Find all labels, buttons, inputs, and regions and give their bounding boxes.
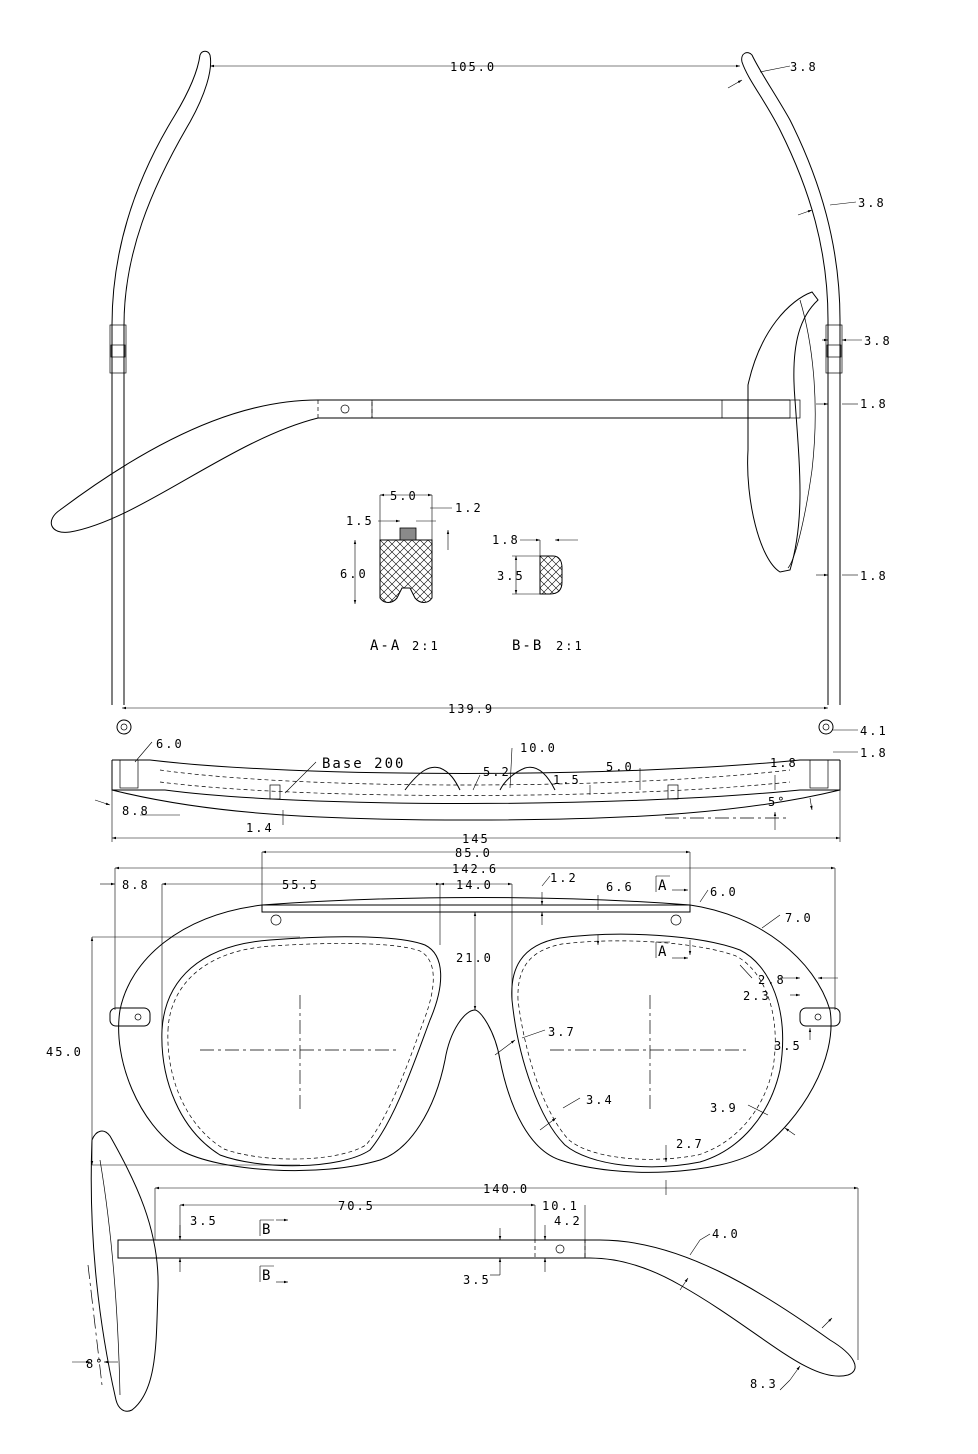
dim-temple-length: 140.0 [483,1182,529,1196]
dim-temple-width-3: 3.8 [864,334,892,348]
dim-temple-4: 4.0 [712,1227,740,1241]
top-view: 105.0 3.8 3.8 3.8 1.8 1.8 139.9 4.1 1.8 … [50,50,892,846]
side-view: 140.0 70.5 10.1 3.5 B 4.2 4.0 B 3.5 8° 8… [72,1130,859,1412]
dim-temple-thick-2: 1.8 [860,569,888,583]
dim-temple-4-2: 4.2 [554,1214,582,1228]
dim-lug-2-8: 2.8 [758,973,786,987]
base-curve-label: Base 200 [322,756,405,772]
dim-lug-3-5: 3.5 [774,1039,802,1053]
section-aa-groove: 1.2 [455,501,483,515]
dim-left-8-8: 8.8 [122,804,150,818]
dim-lug: 6.0 [156,737,184,751]
dim-bridge-14: 14.0 [456,878,493,892]
dim-bridge-1-5: 1.5 [553,773,581,787]
dim-rim-1-8: 1.8 [770,756,798,770]
dim-hinge-span: 139.9 [448,702,494,716]
section-bb-label: B-B [512,638,543,654]
dim-rim-3-4: 3.4 [586,1093,614,1107]
dim-temple-width-1: 3.8 [790,60,818,74]
dim-left-8-8-front: 8.8 [122,878,150,892]
dim-rim-5: 5.0 [606,760,634,774]
section-bb-width: 1.8 [492,533,520,547]
dim-rim-3-7: 3.7 [548,1025,576,1039]
dim-overall-width: 142.6 [452,862,498,876]
section-aa-lip: 1.5 [346,514,374,528]
dim-temple-70-5: 70.5 [338,1199,375,1213]
dim-temple-thick-1: 1.8 [860,397,888,411]
dim-rim-7: 7.0 [785,911,813,925]
dim-temple-3-5: 3.5 [190,1214,218,1228]
section-bb-height: 3.5 [497,569,525,583]
section-aa: 5.0 1.2 1.5 6.0 A-A 2:1 [340,489,483,654]
dim-lens-55-5: 55.5 [282,878,319,892]
dim-left-1-4: 1.4 [246,821,274,835]
dim-bridge-5-2: 5.2 [483,765,511,779]
dim-lug-2-3: 2.3 [743,989,771,1003]
section-b-marker-2: B [262,1268,272,1284]
section-aa-scale: 2:1 [412,639,440,653]
section-b-marker: B [262,1222,272,1238]
dim-tip: 8.3 [750,1377,778,1391]
dim-rim-3-9: 3.9 [710,1101,738,1115]
dim-tilt: 8° [86,1357,104,1371]
dim-rim-6-6: 6.6 [606,880,634,894]
dim-angle-5: 5° [768,795,786,809]
dim-temple-span: 105.0 [450,60,496,74]
section-aa-height: 6.0 [340,567,368,581]
section-a-marker: A [658,878,668,894]
dim-rim-1-2: 1.2 [550,871,578,885]
dim-temple-3-5b: 3.5 [463,1273,491,1287]
dim-temple-10-1: 10.1 [542,1199,579,1213]
dim-height-45: 45.0 [46,1045,83,1059]
dim-hinge-2: 1.8 [860,746,888,760]
section-a-marker-2: A [658,944,668,960]
dim-temple-width-2: 3.8 [858,196,886,210]
section-bb: 1.8 3.5 B-B 2:1 [492,533,584,654]
dim-lug-6-front: 6.0 [710,885,738,899]
dim-bridge-10: 10.0 [520,741,557,755]
section-bb-scale: 2:1 [556,639,584,653]
dim-rim-2-7: 2.7 [676,1137,704,1151]
dim-overall-145: 145 [462,832,490,846]
section-aa-width: 5.0 [390,489,418,503]
dim-bridge-span: 85.0 [455,846,492,860]
dim-bridge-height: 21.0 [456,951,493,965]
cutting-plane-markers [259,875,688,1284]
front-view: 85.0 142.6 8.8 55.5 14.0 1.2 6.6 A 6.0 7… [46,846,841,1195]
section-aa-label: A-A [370,638,401,654]
dim-hinge: 4.1 [860,724,888,738]
